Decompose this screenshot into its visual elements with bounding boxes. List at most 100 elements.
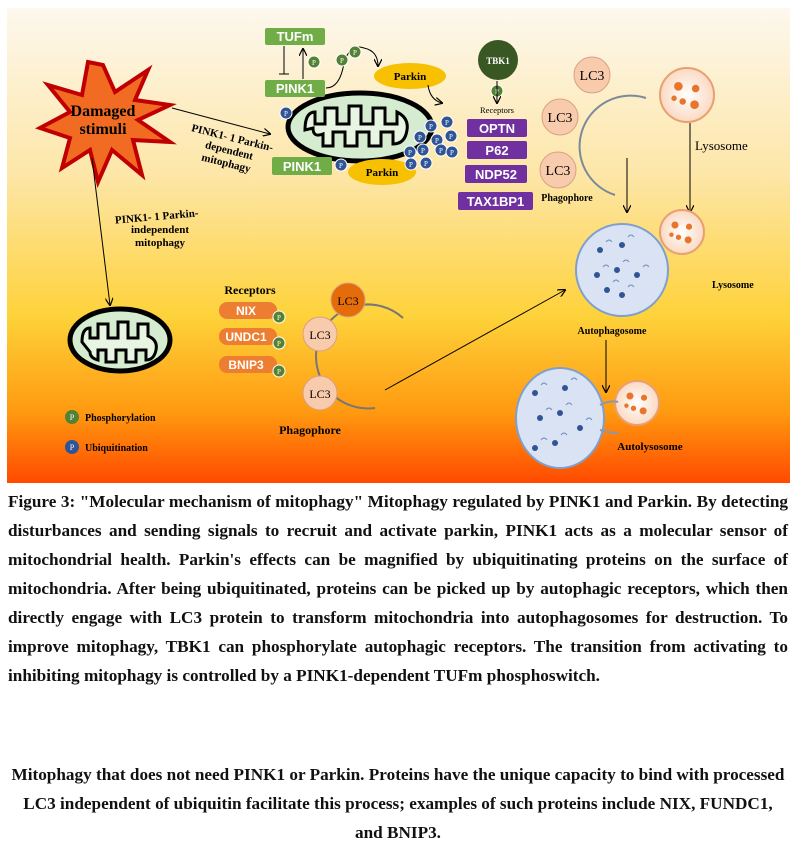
legend-ubiquitination: Ubiquitination [85,443,148,454]
parkin-bottom [348,159,416,185]
receptor-label: UNDC1 [225,330,267,344]
lc3-circle [573,56,611,94]
cargo-strand [602,264,610,268]
svg-text:P: P [70,443,75,452]
p-marker-label: P [284,110,288,118]
autolysosome-label: Autolysosome [617,441,683,453]
p-marker-label: P [409,161,413,169]
enzyme [690,100,699,110]
p-marker [272,310,286,324]
p-marker [413,130,427,144]
lc3-label: LC3 [580,69,605,84]
damaged-stimuli-star: Damaged stimuli [34,59,177,189]
parkin-arrow [427,84,442,103]
pink1-bottom-label: PINK1 [283,159,321,174]
dependent-arrow [171,107,270,134]
autolysosome-content [532,377,593,451]
stimulus-label: Damaged [71,103,136,120]
p-marker [424,119,438,133]
receptor-label: NIX [236,304,256,318]
tufm-box [265,28,325,45]
enzyme [640,394,648,401]
autophagosome-label: Autophagosome [578,326,647,337]
lysosome [659,67,715,123]
to-autophagosome-arrow [384,290,565,391]
cargo [594,272,600,278]
lc3-circle [302,375,338,411]
lc3-label: LC3 [548,111,573,126]
cargo-strand [612,279,620,283]
phagophore-top-label: Phagophore [541,193,593,204]
p-marker-label: P [408,149,412,157]
cargo [619,292,625,298]
svg-text:P: P [70,413,75,422]
receptor-label: BNIP3 [228,358,264,372]
cargo-strand [560,432,568,436]
receptors-top-label: Receptors [480,105,514,115]
cargo-strand [622,259,630,263]
p-marker [348,45,362,59]
receptor-label: TAX1BP1 [467,194,525,209]
mitochondrion-top [285,90,435,164]
enzyme [626,392,634,400]
cargo [532,390,538,396]
label-line: independent [131,224,189,236]
lc3-circle [541,98,579,136]
lc3-label: LC3 [309,387,330,401]
cargo [552,440,558,446]
lysosome-mid-label: Lysosome [712,280,754,291]
receptor-label: OPTN [479,121,515,136]
p-marker-label: P [424,160,428,168]
receptor-optn [467,119,527,137]
cargo-strand [545,407,553,411]
parkin-bottom-label: Parkin [366,167,398,179]
cargo [537,415,543,421]
parkin-top [374,63,446,89]
p-marker [272,336,286,350]
cargo [562,385,568,391]
lc3-label: LC3 [337,294,358,308]
p-marker [279,106,293,120]
receptor-nix [219,302,277,319]
p-marker [444,129,458,143]
tufm-label: TUFm [277,29,314,44]
receptors-bottom-label: Receptors [224,283,276,297]
autophagosome-content [594,234,650,298]
receptor-tax1bp1 [458,192,533,210]
receptor-p62 [467,141,527,159]
figure-caption-continued: Mitophagy that does not need PINK1 or Pa… [11,765,785,842]
phagophore-top-arc [578,94,647,196]
lysosomes [614,67,715,426]
lysosome [659,209,705,255]
cargo-strand [570,377,578,381]
p-marker-label: P [445,119,449,127]
autophagosome [575,223,669,317]
enzyme [639,407,647,415]
legend-phosphorylation-icon [65,410,79,424]
mitochondrion-bottom [67,306,173,374]
enzyme [671,95,677,101]
pink1-top-label: PINK1 [276,81,314,96]
p-marker-label: P [450,149,454,157]
parkin-top-label: Parkin [394,71,426,83]
lysosome-top-label: Lysosome [695,138,748,153]
phagophore-bottom-label: Phagophore [279,423,341,437]
tbk1-circle [478,40,518,80]
lc3-label: LC3 [309,328,330,342]
enzyme [630,405,637,411]
cargo [597,247,603,253]
lc3-circle [330,282,366,318]
p-marker-label: P [418,134,422,142]
tbk1-label: TBK1 [486,56,510,66]
stimulus-label: stimuli [79,121,127,138]
cargo-strand [540,382,548,386]
label-line: mitophagy [135,237,186,249]
p-marker-label: P [439,147,443,155]
p-marker-label: P [312,59,316,67]
pink1-top-box [265,80,325,97]
receptor-undc1 [219,328,277,345]
enzyme [624,403,629,408]
p-marker [419,156,433,170]
